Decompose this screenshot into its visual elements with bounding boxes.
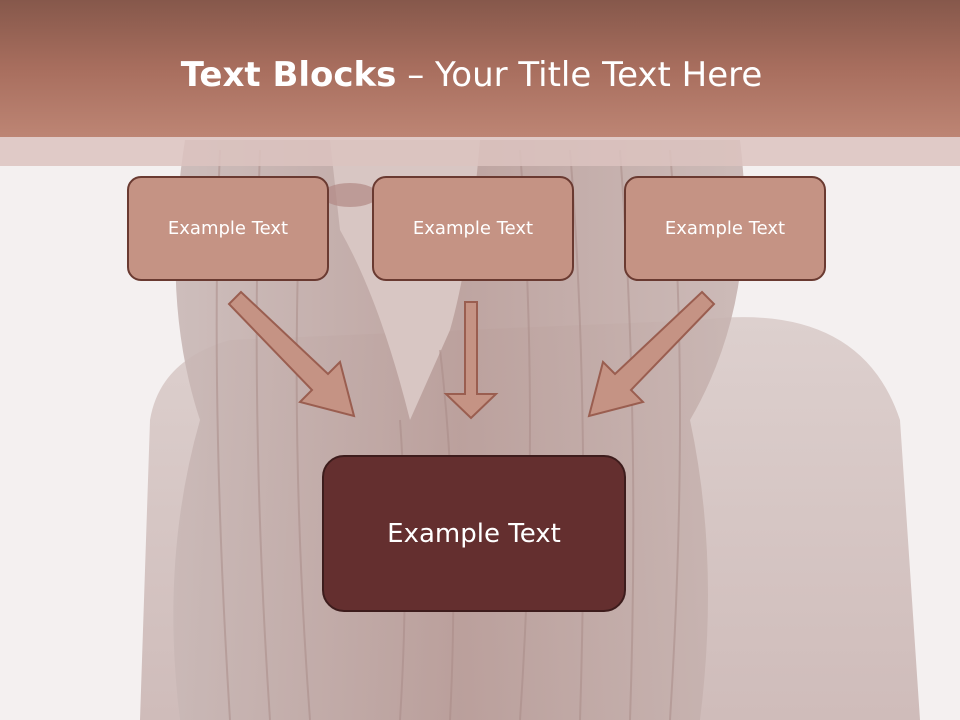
text-block-1-label: Example Text — [167, 218, 289, 239]
text-block-2[interactable]: Example Text — [372, 176, 574, 281]
title-bold-part: Text Blocks — [180, 55, 397, 95]
text-block-2-label: Example Text — [412, 218, 534, 239]
text-block-3-label: Example Text — [664, 218, 786, 239]
title-bar — [0, 0, 960, 137]
text-block-1[interactable]: Example Text — [127, 176, 329, 281]
title-bar-strip — [0, 137, 960, 166]
text-block-3[interactable]: Example Text — [624, 176, 826, 281]
title-rest: Your Title Text Here — [435, 55, 763, 95]
title-separator: – — [396, 55, 436, 95]
main-text-block-label: Example Text — [387, 518, 561, 549]
main-text-block[interactable]: Example Text — [322, 455, 626, 612]
slide-title: Text Blocks – Your Title Text Here — [0, 52, 943, 98]
